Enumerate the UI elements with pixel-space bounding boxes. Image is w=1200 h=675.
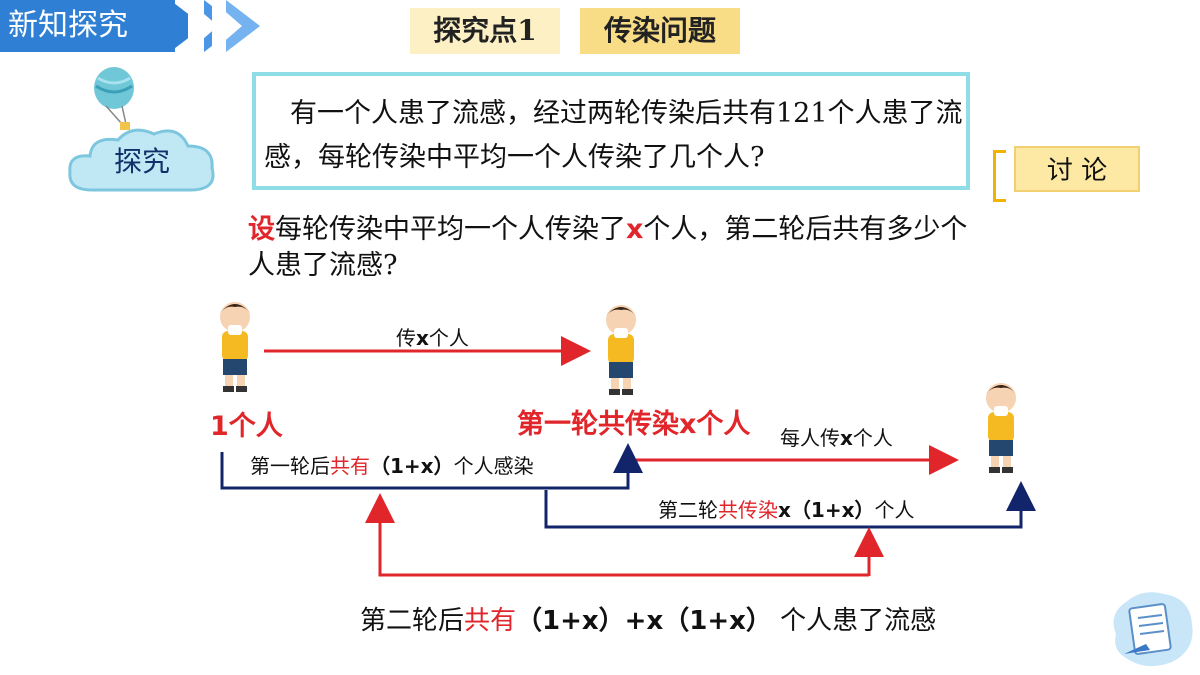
cloud-shape bbox=[68, 128, 215, 192]
after-r1-red: 共有 bbox=[330, 454, 370, 478]
label-each-spreads: 每人传x个人 bbox=[780, 422, 893, 451]
notebook-icon bbox=[1113, 592, 1193, 667]
after-r1-pre: 第一轮后 bbox=[250, 454, 330, 478]
variable-x: x bbox=[626, 214, 644, 245]
chevron-gap bbox=[212, 0, 242, 52]
after-r1-post: 个人感染 bbox=[453, 454, 534, 478]
r2-red: 共传染 bbox=[718, 498, 778, 522]
bracket-final-left bbox=[365, 493, 869, 577]
problem-statement: 有一个人患了流感，经过两轮传染后共有121个人患了流感，每轮传染中平均一个人传染… bbox=[264, 98, 963, 173]
cloud-label: 探究 bbox=[113, 145, 170, 178]
label-final-total: 第二轮后共有（1+x）+x（1+x） 个人患了流感 bbox=[360, 600, 936, 637]
final-formula: （1+x）+x（1+x） bbox=[516, 606, 772, 636]
setup-question: 设每轮传染中平均一个人传染了x个人，第二轮后共有多少个人患了流感? bbox=[248, 212, 988, 284]
problem-frame bbox=[252, 72, 970, 190]
title-topic: 传染问题 bbox=[580, 8, 740, 54]
hot-air-balloon-icon bbox=[94, 67, 134, 130]
discuss-label: 讨 论 bbox=[1014, 146, 1140, 192]
setup-part-1: 每轮传染中平均一个人传染了 bbox=[275, 214, 626, 245]
bracket-after-round-1 bbox=[220, 443, 643, 490]
label-spread-x: 传x个人 bbox=[396, 322, 469, 351]
final-red: 共有 bbox=[464, 606, 517, 636]
r2-pre: 第二轮 bbox=[658, 498, 718, 522]
after-r1-formula: （1+x） bbox=[370, 454, 454, 478]
label-spread-x-pre: 传 bbox=[396, 326, 416, 350]
r2-formula: x（1+x） bbox=[778, 498, 875, 522]
sick-person-icon bbox=[220, 302, 250, 392]
section-tag: 新知探究 bbox=[0, 0, 175, 52]
label-each-spreads-post: 个人 bbox=[852, 426, 893, 450]
setup-part-2: 个人，第二轮后共有多少个人患了流感? bbox=[248, 214, 968, 281]
sick-person-icon bbox=[606, 305, 636, 395]
label-spread-x-var: x bbox=[416, 326, 429, 350]
label-round-2-spread: 第二轮共传染x（1+x）个人 bbox=[658, 494, 914, 523]
label-round-1-total: 第一轮共传染x个人 bbox=[517, 409, 751, 440]
label-spread-x-post: 个人 bbox=[428, 326, 469, 350]
final-pre: 第二轮后 bbox=[360, 606, 465, 636]
r2-post: 个人 bbox=[874, 498, 915, 522]
label-each-spreads-pre: 每人传 bbox=[780, 426, 840, 450]
title-point: 探究点1 bbox=[410, 8, 560, 54]
bracket-round-2 bbox=[544, 481, 1036, 529]
set-word: 设 bbox=[248, 214, 275, 245]
label-one-person: 1个人 bbox=[210, 411, 283, 442]
label-each-spreads-var: x bbox=[840, 426, 853, 450]
label-after-round-1: 第一轮后共有（1+x）个人感染 bbox=[250, 450, 534, 479]
discuss-bracket bbox=[993, 150, 1006, 202]
sick-person-icon bbox=[986, 383, 1016, 473]
final-post: 个人患了流感 bbox=[771, 606, 937, 636]
